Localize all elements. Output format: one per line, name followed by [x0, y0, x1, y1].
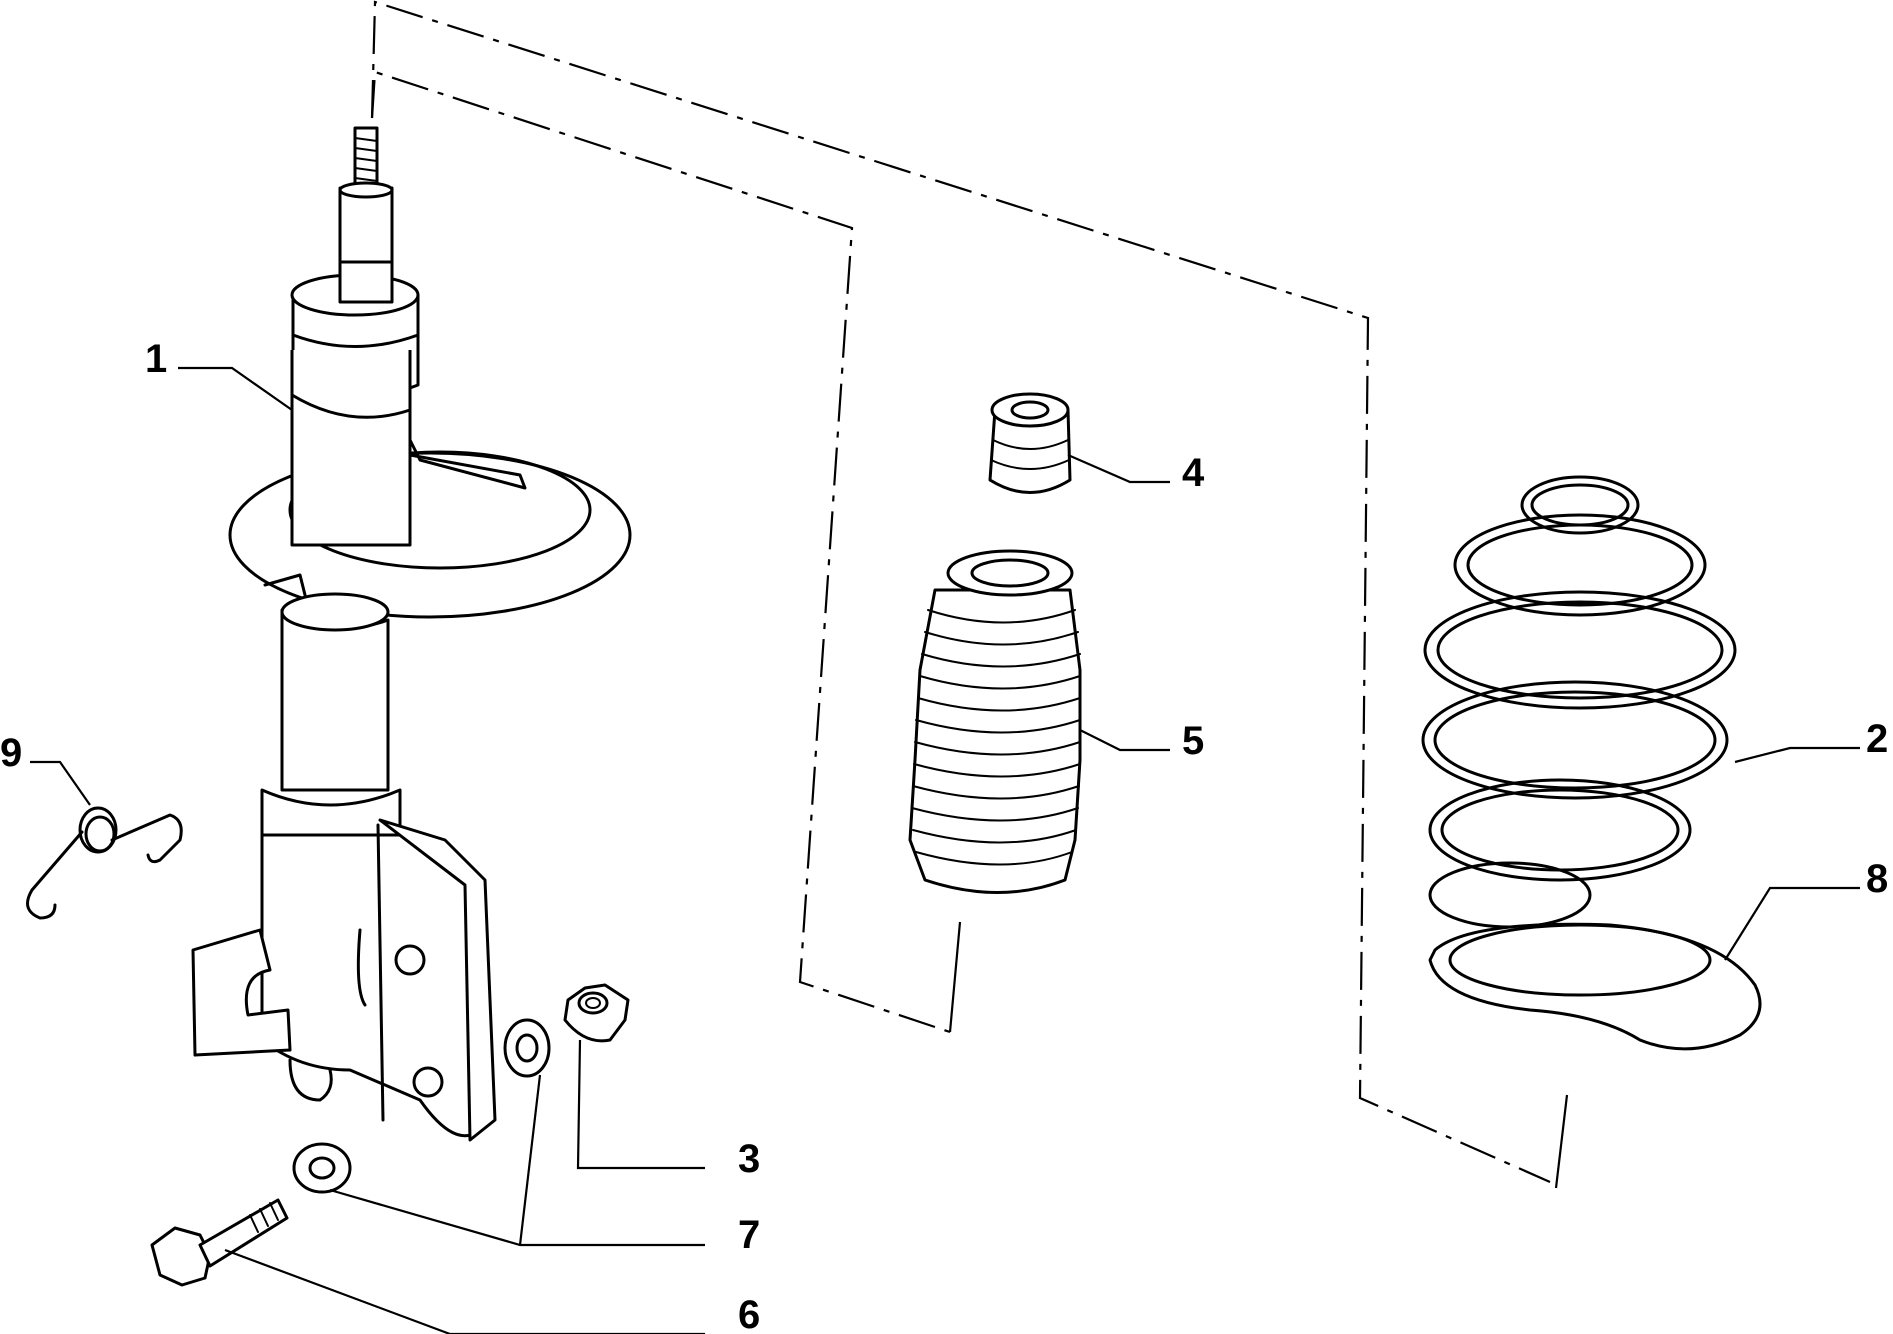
- callout-labels: 1 2 3 4 5 6 7 8 9: [0, 337, 1888, 1334]
- leader-7a: [329, 1188, 705, 1247]
- callout-1: 1: [145, 337, 167, 381]
- leader-7b: [518, 1074, 542, 1246]
- guide-tick-8: [1554, 1094, 1569, 1189]
- callout-9: 9: [0, 731, 22, 775]
- leader-9: [30, 760, 91, 806]
- spring-seat-insulator: [1428, 922, 1762, 1051]
- guide-tick-5: [948, 921, 962, 1033]
- callout-2: 2: [1866, 717, 1888, 761]
- assembly-guide-lines: [370, 0, 1569, 1189]
- coil-spring: [1421, 475, 1737, 929]
- nut: [563, 983, 630, 1043]
- leader-1: [178, 366, 293, 411]
- leader-4: [1067, 453, 1170, 484]
- strut-assembly: [191, 126, 632, 1142]
- guide-outer: [370, 0, 1551, 1184]
- retaining-clip: [26, 806, 183, 920]
- leader-5: [1079, 729, 1170, 752]
- leader-6: [224, 1248, 705, 1334]
- leader-3: [576, 1039, 705, 1170]
- callout-4: 4: [1182, 451, 1205, 495]
- dust-bellows: [908, 549, 1082, 894]
- callout-5: 5: [1182, 719, 1204, 763]
- guide-inner: [370, 70, 951, 1034]
- washers: [292, 1018, 551, 1194]
- callout-8: 8: [1866, 857, 1888, 901]
- callout-6: 6: [738, 1293, 760, 1334]
- callout-3: 3: [738, 1137, 760, 1181]
- leader-8: [1724, 886, 1860, 961]
- bolt: [150, 1198, 289, 1287]
- callout-7: 7: [738, 1213, 760, 1257]
- leader-lines: [30, 366, 1860, 1334]
- leader-2: [1734, 746, 1860, 764]
- bump-stop: [988, 392, 1072, 494]
